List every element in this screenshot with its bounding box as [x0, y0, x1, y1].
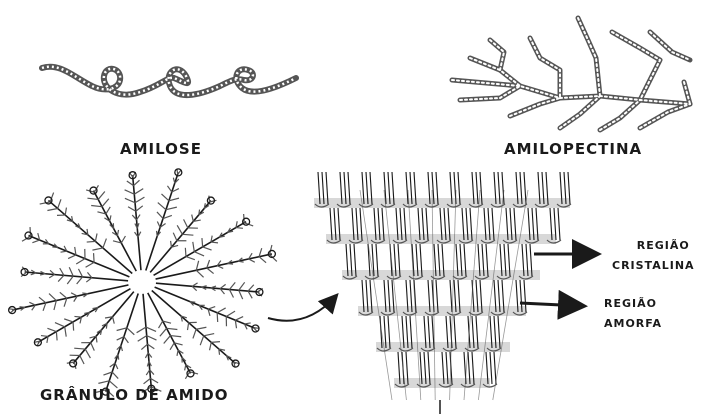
arrow-regiao-amorfa: [520, 303, 582, 306]
label-amilose: AMILOSE: [120, 140, 202, 158]
label-granulo-de-amido: GRÂNULO DE AMIDO: [40, 386, 228, 404]
label-regiao-cristalina-line1: REGIÃO: [612, 236, 695, 256]
granulo-de-amido-figure: [9, 169, 277, 397]
label-regiao-cristalina: REGIÃO CRISTALINA: [612, 236, 695, 276]
zoom-arrow: [268, 296, 336, 321]
label-regiao-cristalina-line2: CRISTALINA: [612, 256, 695, 276]
amilose-chain: [42, 67, 296, 95]
label-regiao-amorfa-line2: AMORFA: [604, 314, 662, 334]
cluster-structure-figure: [314, 172, 571, 414]
amilopectina-chain: [452, 18, 690, 130]
label-amilopectina: AMILOPECTINA: [504, 140, 642, 158]
label-regiao-amorfa-line1: REGIÃO: [604, 294, 662, 314]
label-regiao-amorfa: REGIÃO AMORFA: [604, 294, 662, 334]
